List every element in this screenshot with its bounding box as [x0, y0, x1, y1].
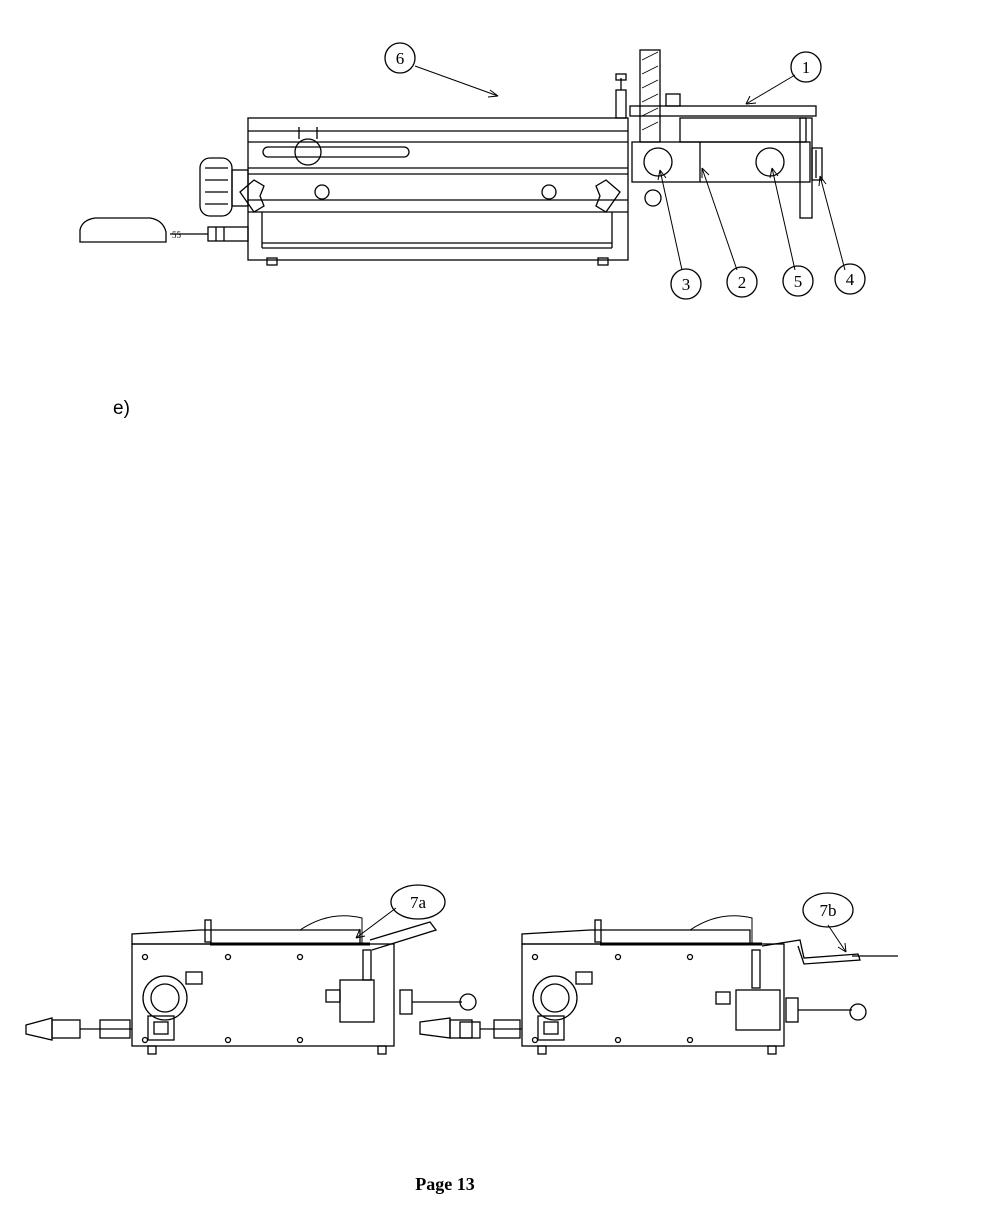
callout-1: 1 [802, 58, 811, 77]
callout-5: 5 [794, 272, 803, 291]
callout-7a: 7a [410, 893, 427, 912]
callout-2: 2 [738, 273, 747, 292]
svg-text:55: 55 [172, 230, 182, 240]
page-number: Page 13 [0, 1174, 890, 1195]
top-figure-device-diagram: 55 [0, 0, 997, 330]
device-main-body: 55 [80, 118, 628, 265]
side-view-7b [460, 916, 898, 1054]
side-view-7a [26, 916, 476, 1054]
callout-4: 4 [846, 270, 855, 289]
callout-6: 6 [396, 49, 405, 68]
step-label: e) [113, 398, 130, 420]
callout-7b: 7b [820, 901, 837, 920]
device-head-assembly [616, 50, 822, 218]
callout-3: 3 [682, 275, 691, 294]
